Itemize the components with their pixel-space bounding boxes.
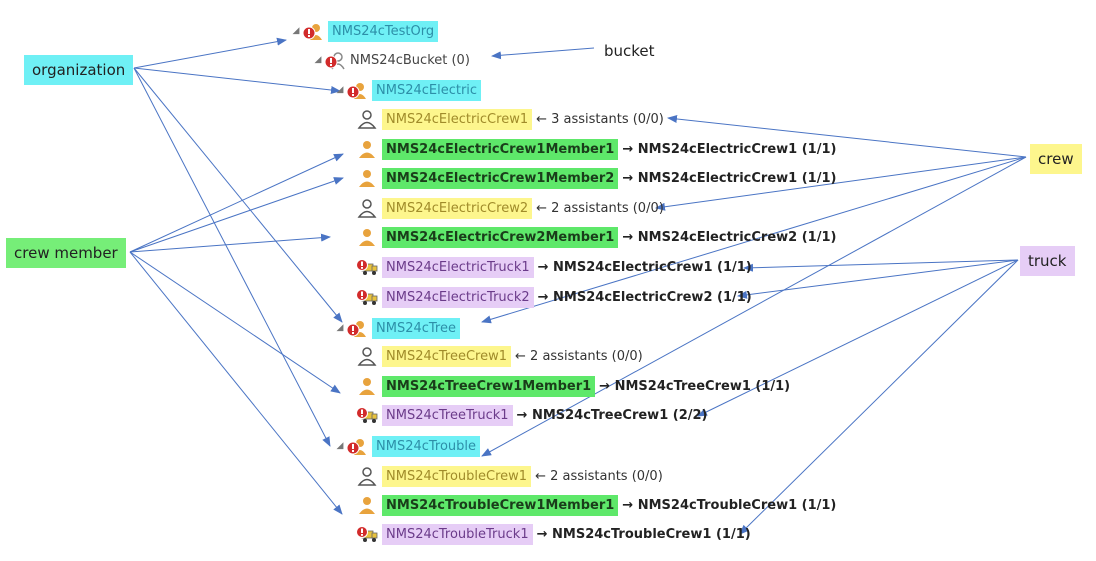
tree-row-org[interactable]: ◢ NMS24cTestOrg	[290, 18, 439, 44]
legend-crew-member: crew member	[6, 238, 126, 268]
tree-row-crew[interactable]: NMS24cTroubleCrew1 ← 2 assistants (0/0)	[356, 463, 663, 489]
truck-icon	[356, 404, 378, 426]
legend-organization: organization	[24, 55, 134, 85]
tree-row-crew[interactable]: NMS24cElectricCrew1 ← 3 assistants (0/0)	[356, 106, 664, 132]
bucket-icon	[324, 49, 346, 71]
tree-node-detail: → NMS24cElectricCrew1 (1/1)	[622, 170, 837, 186]
tree-row-member[interactable]: NMS24cTreeCrew1Member1 → NMS24cTreeCrew1…	[356, 373, 790, 399]
tree-node-name: NMS24cTreeCrew1	[382, 345, 512, 367]
tree-node-detail: → NMS24cTroubleCrew1 (1/1)	[536, 526, 751, 542]
crew-icon	[356, 108, 378, 130]
tree-row-org[interactable]: ◢ NMS24cElectric	[334, 77, 482, 103]
tree-node-name: NMS24cElectricCrew1Member2	[382, 167, 619, 189]
arrow-member-3	[129, 233, 331, 253]
crew-member-icon	[356, 167, 378, 189]
tree-node-name: NMS24cTestOrg	[328, 20, 439, 42]
arrow-member-5	[129, 251, 343, 515]
organization-icon	[346, 317, 368, 339]
truck-icon	[356, 523, 378, 545]
arrow-member-1	[129, 153, 344, 253]
tree-node-name: NMS24cTree	[372, 317, 460, 339]
tree-row-member[interactable]: NMS24cElectricCrew1Member2 → NMS24cElect…	[356, 165, 836, 191]
tree-node-detail: ← 2 assistants (0/0)	[515, 348, 643, 364]
organization-icon	[346, 79, 368, 101]
crew-member-icon	[356, 226, 378, 248]
crew-icon	[356, 345, 378, 367]
tree-node-name: NMS24cTroubleCrew1	[382, 465, 532, 487]
tree-node-detail: → NMS24cElectricCrew1 (1/1)	[537, 259, 752, 275]
tree-node-name: NMS24cElectricCrew1Member1	[382, 138, 619, 160]
arrow-organization-tree	[133, 67, 343, 323]
tree-node-name: NMS24cElectric	[372, 79, 482, 101]
arrow-member-4	[129, 251, 341, 394]
tree-node-detail: ← 2 assistants (0/0)	[536, 200, 664, 216]
truck-icon	[356, 286, 378, 308]
legend-crew: crew	[1030, 144, 1082, 174]
tree-row-crew[interactable]: NMS24cElectricCrew2 ← 2 assistants (0/0)	[356, 195, 664, 221]
arrow-truck-electric1	[743, 259, 1019, 272]
tree-row-bucket[interactable]: ◢ NMS24cBucket (0)	[312, 47, 470, 73]
tree-node-name: NMS24cTroubleCrew1Member1	[382, 494, 619, 516]
tree-node-name: NMS24cTroubleTruck1	[382, 523, 533, 545]
crew-member-icon	[356, 138, 378, 160]
tree-node-name: NMS24cElectricCrew1	[382, 108, 533, 130]
tree-row-truck[interactable]: NMS24cElectricTruck2 → NMS24cElectricCre…	[356, 284, 752, 310]
arrow-organization-trouble	[133, 67, 331, 447]
tree-node-detail: → NMS24cTreeCrew1 (1/1)	[599, 378, 791, 394]
arrow-truck-electric2	[737, 259, 1019, 299]
organization-icon	[346, 435, 368, 457]
tree-row-org[interactable]: ◢ NMS24cTrouble	[334, 433, 481, 459]
tree-node-detail: ← 3 assistants (0/0)	[536, 111, 664, 127]
tree-node-detail: ← 2 assistants (0/0)	[535, 468, 663, 484]
tree-node-name: NMS24cElectricCrew2Member1	[382, 226, 619, 248]
legend-truck: truck	[1020, 246, 1075, 276]
crew-member-icon	[356, 494, 378, 516]
tree-row-member[interactable]: NMS24cElectricCrew2Member1 → NMS24cElect…	[356, 224, 836, 250]
tree-row-crew[interactable]: NMS24cTreeCrew1 ← 2 assistants (0/0)	[356, 343, 643, 369]
tree-node-name: NMS24cTreeTruck1	[382, 404, 513, 426]
expand-triangle-icon[interactable]: ◢	[336, 323, 344, 333]
tree-node-name: NMS24cTreeCrew1Member1	[382, 375, 596, 397]
tree-node-name: NMS24cBucket (0)	[350, 52, 470, 68]
arrow-bucket	[491, 47, 595, 60]
tree-row-org[interactable]: ◢ NMS24cTree	[334, 315, 460, 341]
tree-row-truck[interactable]: NMS24cTreeTruck1 → NMS24cTreeCrew1 (2/2)	[356, 402, 707, 428]
organization-icon	[302, 20, 324, 42]
crew-icon	[356, 197, 378, 219]
tree-row-truck[interactable]: NMS24cTroubleTruck1 → NMS24cTroubleCrew1…	[356, 521, 751, 547]
tree-node-detail: → NMS24cElectricCrew1 (1/1)	[622, 141, 837, 157]
tree-node-detail: → NMS24cTroubleCrew1 (1/1)	[622, 497, 837, 513]
truck-icon	[356, 256, 378, 278]
tree-node-name: NMS24cTrouble	[372, 435, 481, 457]
crew-icon	[356, 465, 378, 487]
expand-triangle-icon[interactable]: ◢	[336, 85, 344, 95]
legend-bucket: bucket	[604, 42, 655, 60]
tree-row-member[interactable]: NMS24cTroubleCrew1Member1 → NMS24cTroubl…	[356, 492, 836, 518]
tree-row-member[interactable]: NMS24cElectricCrew1Member1 → NMS24cElect…	[356, 136, 836, 162]
arrow-organization-electric	[133, 67, 341, 94]
arrow-member-2	[129, 177, 344, 253]
tree-node-detail: → NMS24cTreeCrew1 (2/2)	[516, 407, 708, 423]
crew-member-icon	[356, 375, 378, 397]
tree-node-detail: → NMS24cElectricCrew2 (1/1)	[537, 289, 752, 305]
expand-triangle-icon[interactable]: ◢	[314, 55, 322, 65]
tree-node-name: NMS24cElectricCrew2	[382, 197, 533, 219]
tree-node-name: NMS24cElectricTruck1	[382, 256, 534, 278]
tree-node-name: NMS24cElectricTruck2	[382, 286, 534, 308]
tree-node-detail: → NMS24cElectricCrew2 (1/1)	[622, 229, 837, 245]
expand-triangle-icon[interactable]: ◢	[336, 441, 344, 451]
arrow-organization-testorg	[133, 37, 287, 69]
expand-triangle-icon[interactable]: ◢	[292, 26, 300, 36]
tree-row-truck[interactable]: NMS24cElectricTruck1 → NMS24cElectricCre…	[356, 254, 752, 280]
